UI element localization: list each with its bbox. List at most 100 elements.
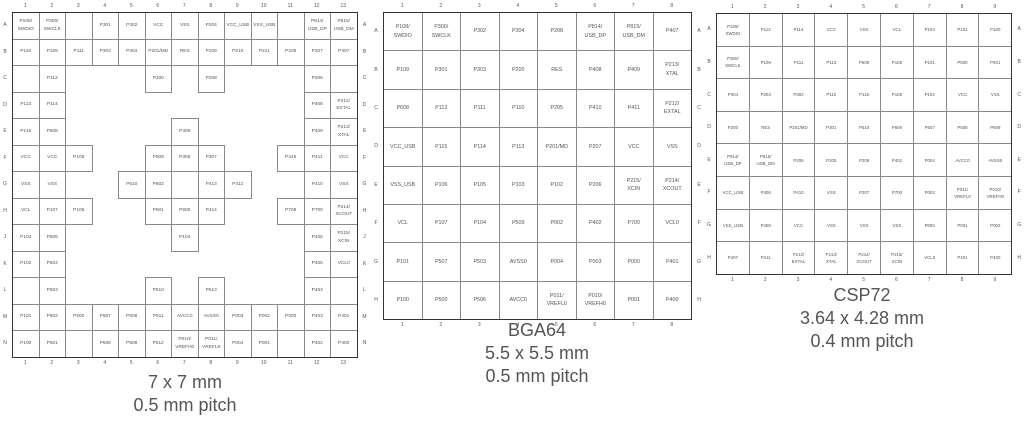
ball-M12: P403: [303, 303, 331, 331]
column-label: 1: [400, 3, 404, 9]
ball-B3: P111: [65, 38, 93, 66]
column-label: 3: [76, 3, 80, 9]
ball-M5: P508: [118, 303, 146, 331]
column-label: 7: [182, 359, 186, 366]
row-label: G: [697, 258, 701, 265]
column-label: 4: [829, 4, 833, 10]
row-label: D: [3, 101, 7, 108]
column-label: 1: [23, 3, 27, 9]
ball-C8: P212/ EXTAL: [652, 88, 692, 129]
row-label: F: [362, 154, 367, 161]
row-label: J: [363, 234, 366, 241]
ball-D5: P201/MD: [537, 127, 577, 167]
row-label: C: [3, 75, 7, 82]
column-label: 9: [993, 4, 997, 10]
ball-G2: P409: [748, 208, 783, 243]
ball-H7: P001: [614, 280, 654, 321]
row-label: K: [362, 260, 367, 267]
ball-G8: P001: [945, 208, 980, 243]
ball-C4: P110: [814, 78, 849, 112]
caption-lqfp: 7 x 7 mm 0.5 mm pitch: [85, 371, 285, 417]
ball-G7: P000: [614, 242, 654, 282]
ball-H3: P212/ EXTAL: [781, 241, 816, 275]
column-label: 8: [670, 3, 674, 9]
column-label: 13: [340, 359, 347, 366]
row-label: F: [3, 154, 7, 161]
row-label: C: [362, 75, 367, 82]
row-label: B: [697, 66, 701, 73]
ball-K13: VCL0: [330, 250, 358, 278]
ball-B6: P408: [575, 50, 615, 90]
row-label: L: [363, 287, 366, 294]
column-label: 5: [129, 359, 133, 366]
column-label: 7: [182, 3, 186, 9]
row-label: D: [707, 124, 711, 131]
column-label: 1: [23, 359, 27, 366]
ball-D5: P510: [847, 110, 881, 145]
ball-D9: P509: [978, 110, 1013, 145]
ball-F1: VCC_USB: [716, 176, 750, 210]
ball-B8: P213/ XTAL: [652, 50, 692, 90]
column-label: 10: [260, 359, 267, 366]
ball-D6: P207: [575, 127, 615, 167]
ball-L6: P510: [144, 277, 172, 305]
ball-B8: P209: [197, 38, 225, 66]
row-label: E: [1017, 156, 1021, 163]
column-label: 2: [763, 276, 767, 283]
ball-F8: P307: [197, 144, 225, 172]
ball-E7: P306: [171, 118, 199, 146]
row-label: M: [2, 313, 8, 320]
ball-H6: P010/ VREFH0: [575, 280, 615, 321]
caption-size: 7 x 7 mm: [147, 372, 222, 392]
ball-G8: P401: [652, 242, 692, 282]
column-label: 5: [862, 4, 865, 10]
row-label: B: [1017, 58, 1021, 65]
ball-E12: P409: [303, 118, 331, 146]
row-label: A: [362, 22, 367, 29]
ball-A4: P304: [498, 12, 538, 52]
column-label: 8: [960, 276, 964, 283]
column-label: 12: [313, 359, 320, 366]
ball-B13: P407: [330, 38, 358, 66]
ball-B4: P303: [91, 38, 119, 66]
column-label: 3: [796, 276, 800, 283]
column-label: 12: [313, 3, 320, 9]
ball-E3: P105: [460, 165, 500, 205]
ball-L8: P513: [197, 277, 225, 305]
row-label: E: [362, 128, 367, 135]
ball-B1: P300/ SWCLK: [716, 45, 750, 80]
column-label: 7: [927, 4, 931, 10]
row-label: N: [362, 340, 367, 347]
row-label: B: [707, 58, 711, 65]
column-label: 7: [927, 276, 931, 283]
row-label: A: [374, 28, 378, 35]
column-label: 2: [439, 322, 443, 329]
ball-D8: P508: [945, 110, 980, 145]
row-label: E: [707, 156, 711, 163]
ball-A8: P204: [197, 12, 225, 40]
ball-A1: P108/ SWDIO: [12, 12, 40, 40]
row-label: G: [1017, 221, 1022, 228]
ball-G6: P602: [144, 171, 172, 199]
row-label: E: [3, 128, 7, 135]
row-label: A: [697, 28, 701, 35]
ball-K12: P405: [303, 250, 331, 278]
ball-D7: P507: [912, 110, 947, 145]
column-label: 3: [796, 4, 800, 10]
ball-B10: P211: [250, 38, 278, 66]
column-label: 8: [209, 359, 213, 366]
ball-H13: P214/ XCOUT: [330, 197, 358, 225]
column-label: 2: [439, 3, 443, 9]
ball-G6: P003: [575, 242, 615, 282]
column-label: 6: [593, 322, 597, 329]
ball-H8: P401: [945, 241, 980, 275]
column-label: 4: [516, 3, 520, 9]
column-label: 7: [631, 3, 635, 9]
ball-C8: P208: [197, 65, 225, 93]
column-label: 8: [670, 322, 674, 329]
row-label: H: [697, 297, 701, 303]
ball-J2: P505: [38, 224, 66, 252]
row-label: A: [1017, 26, 1021, 33]
column-label: 2: [763, 4, 767, 10]
ball-G5: P004: [537, 242, 577, 282]
